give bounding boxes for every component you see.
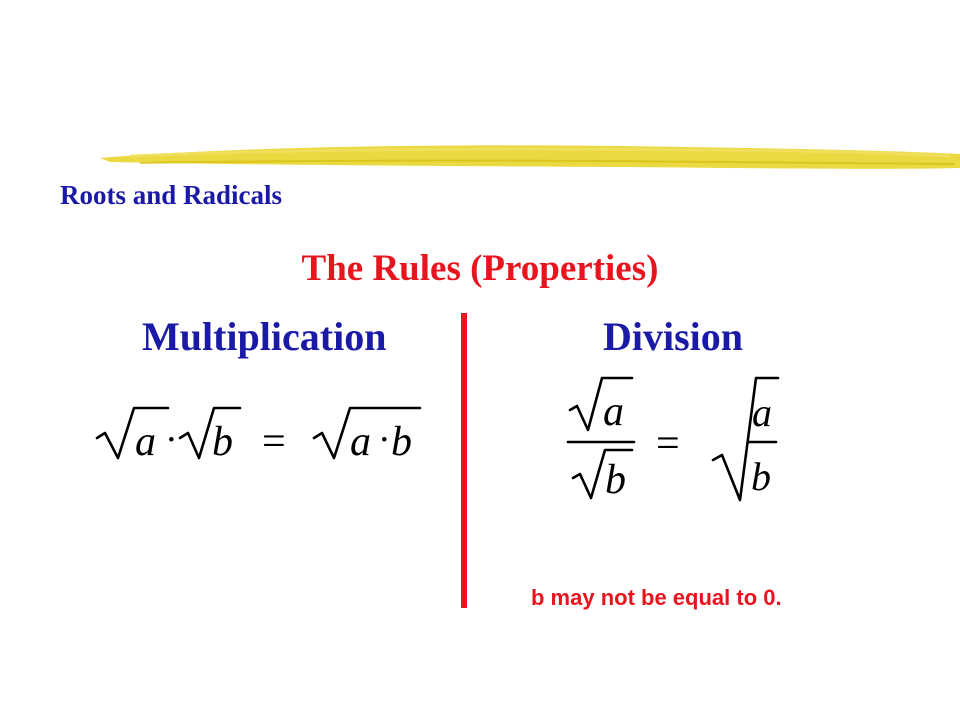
column-divider xyxy=(461,313,467,608)
radical-sign-fraction xyxy=(711,376,780,502)
condition-note: b may not be equal to 0. xyxy=(531,585,782,610)
division-heading: Division xyxy=(603,314,744,359)
division-formula xyxy=(566,376,780,502)
rules-title: The Rules (Properties) xyxy=(301,248,659,289)
radical-sign-numerator xyxy=(568,376,634,432)
radical-sign-ab xyxy=(312,406,422,460)
radical-sign-a xyxy=(95,406,170,460)
radical-sign-denominator xyxy=(571,448,634,500)
mult-factor-a: a xyxy=(135,419,156,465)
div-right-numerator: a xyxy=(752,390,772,435)
div-equals: = xyxy=(656,421,680,467)
mult-equals: = xyxy=(262,419,286,465)
div-denominator: b xyxy=(605,457,626,503)
multiplication-heading: Multiplication xyxy=(142,314,387,359)
div-numerator: a xyxy=(603,389,624,435)
mult-factor-b: b xyxy=(212,419,233,465)
multiplication-formula xyxy=(95,406,422,460)
radical-sign-b xyxy=(178,406,242,460)
mult-right-b: b xyxy=(391,419,412,465)
div-right-denominator: b xyxy=(751,454,771,499)
subject-title: Roots and Radicals xyxy=(60,180,283,210)
mult-right-dot: · xyxy=(378,419,391,461)
mult-dot: · xyxy=(165,419,178,461)
mult-right-a: a xyxy=(350,419,371,465)
